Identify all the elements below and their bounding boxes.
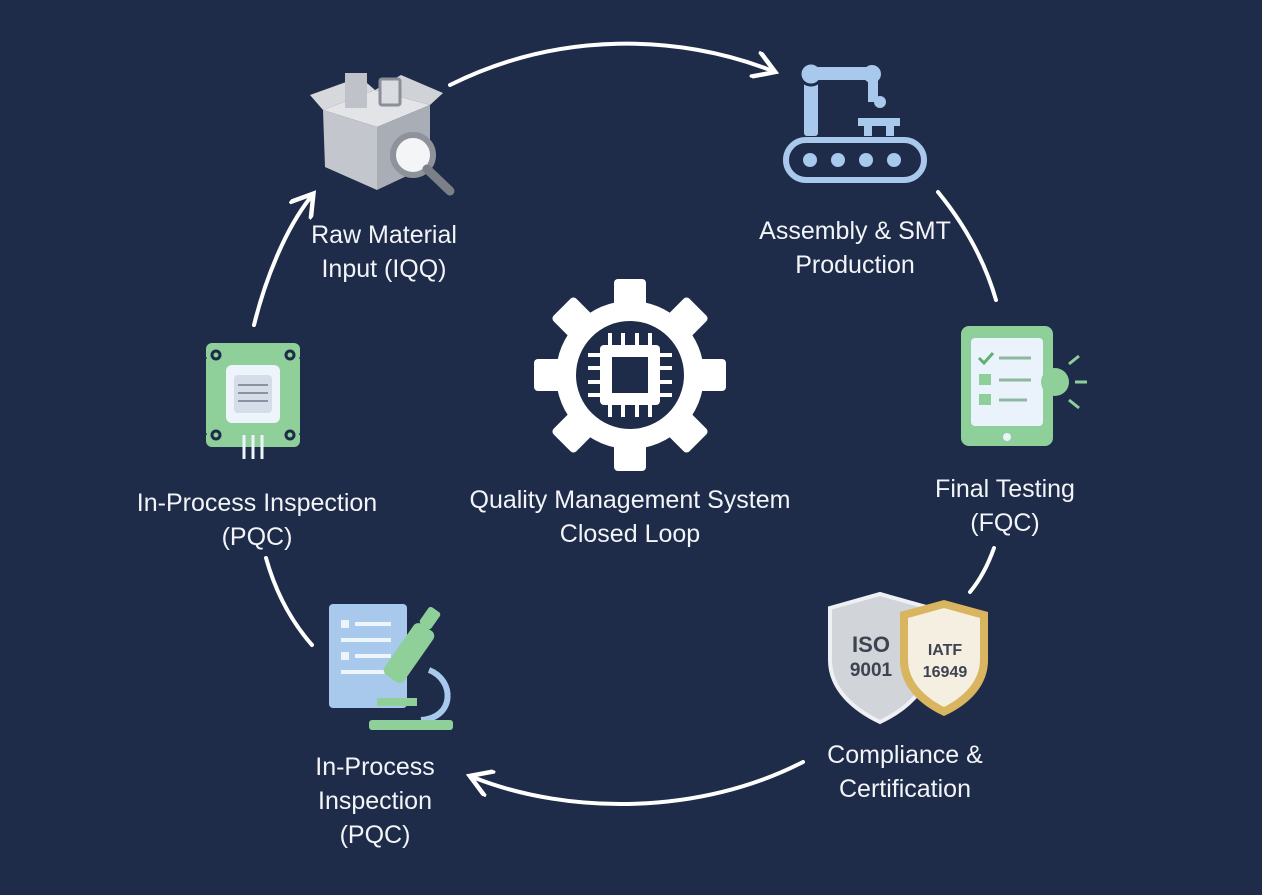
badge-iatf-line2: 16949 — [922, 664, 968, 681]
badge-iso-line2: 9001 — [849, 660, 893, 681]
stage-label-compliance: Compliance & Certification — [790, 738, 1020, 806]
center-title: Quality Management System Closed Loop — [430, 483, 830, 551]
robot-arm-conveyor-icon — [783, 61, 927, 183]
arrow-assembly-to-final — [936, 190, 998, 302]
stage-assembly-line2: Production — [795, 251, 915, 279]
stage-label-assembly: Assembly & SMT Production — [730, 214, 980, 282]
stage-final-line2: (FQC) — [970, 509, 1040, 537]
stage-raw-line1: Raw Material — [311, 221, 457, 249]
arrow-inprocess-to-left — [264, 556, 314, 647]
box-magnifier-icon — [310, 73, 455, 196]
certification-shields-icon — [828, 591, 988, 725]
arrow-final-to-compliance — [968, 546, 996, 594]
circuit-chip-icon — [192, 343, 314, 459]
stage-label-raw-material: Raw Material Input (IQQ) — [274, 218, 494, 286]
stage-inprocess-bottom-line2: Inspection — [318, 787, 432, 815]
arrow-compliance-to-inprocess — [475, 760, 805, 806]
arrow-raw-to-assembly — [448, 41, 770, 87]
stage-assembly-line1: Assembly & SMT — [759, 217, 951, 245]
badge-iatf: IATF 16949 — [910, 640, 980, 684]
badge-iso-line1: ISO — [852, 632, 890, 657]
stage-inprocess-left-line2: (PQC) — [221, 523, 293, 551]
stage-inprocess-left-line1: In-Process Inspection — [136, 489, 378, 517]
stage-inprocess-bottom-line1: In-Process — [315, 753, 435, 781]
center-title-line2: Closed Loop — [559, 520, 701, 548]
stage-raw-line2: Input (IQQ) — [321, 255, 447, 283]
badge-iatf-line1: IATF — [927, 642, 963, 659]
tablet-checklist-icon — [961, 326, 1087, 446]
stage-label-inprocess-bottom: In-Process Inspection (PQC) — [290, 750, 460, 852]
gear-chip-icon — [534, 279, 726, 471]
stage-label-inprocess-left: In-Process Inspection (PQC) — [112, 486, 402, 554]
stage-compliance-line1: Compliance & — [827, 741, 983, 769]
arrow-left-to-raw — [252, 198, 310, 327]
stage-label-final-testing: Final Testing (FQC) — [900, 472, 1110, 540]
center-title-line1: Quality Management System — [469, 486, 791, 514]
badge-iso: ISO 9001 — [836, 632, 906, 684]
stage-inprocess-bottom-line3: (PQC) — [339, 821, 411, 849]
microscope-document-icon — [329, 604, 453, 730]
stage-final-line1: Final Testing — [935, 475, 1075, 503]
stage-compliance-line2: Certification — [839, 775, 971, 803]
